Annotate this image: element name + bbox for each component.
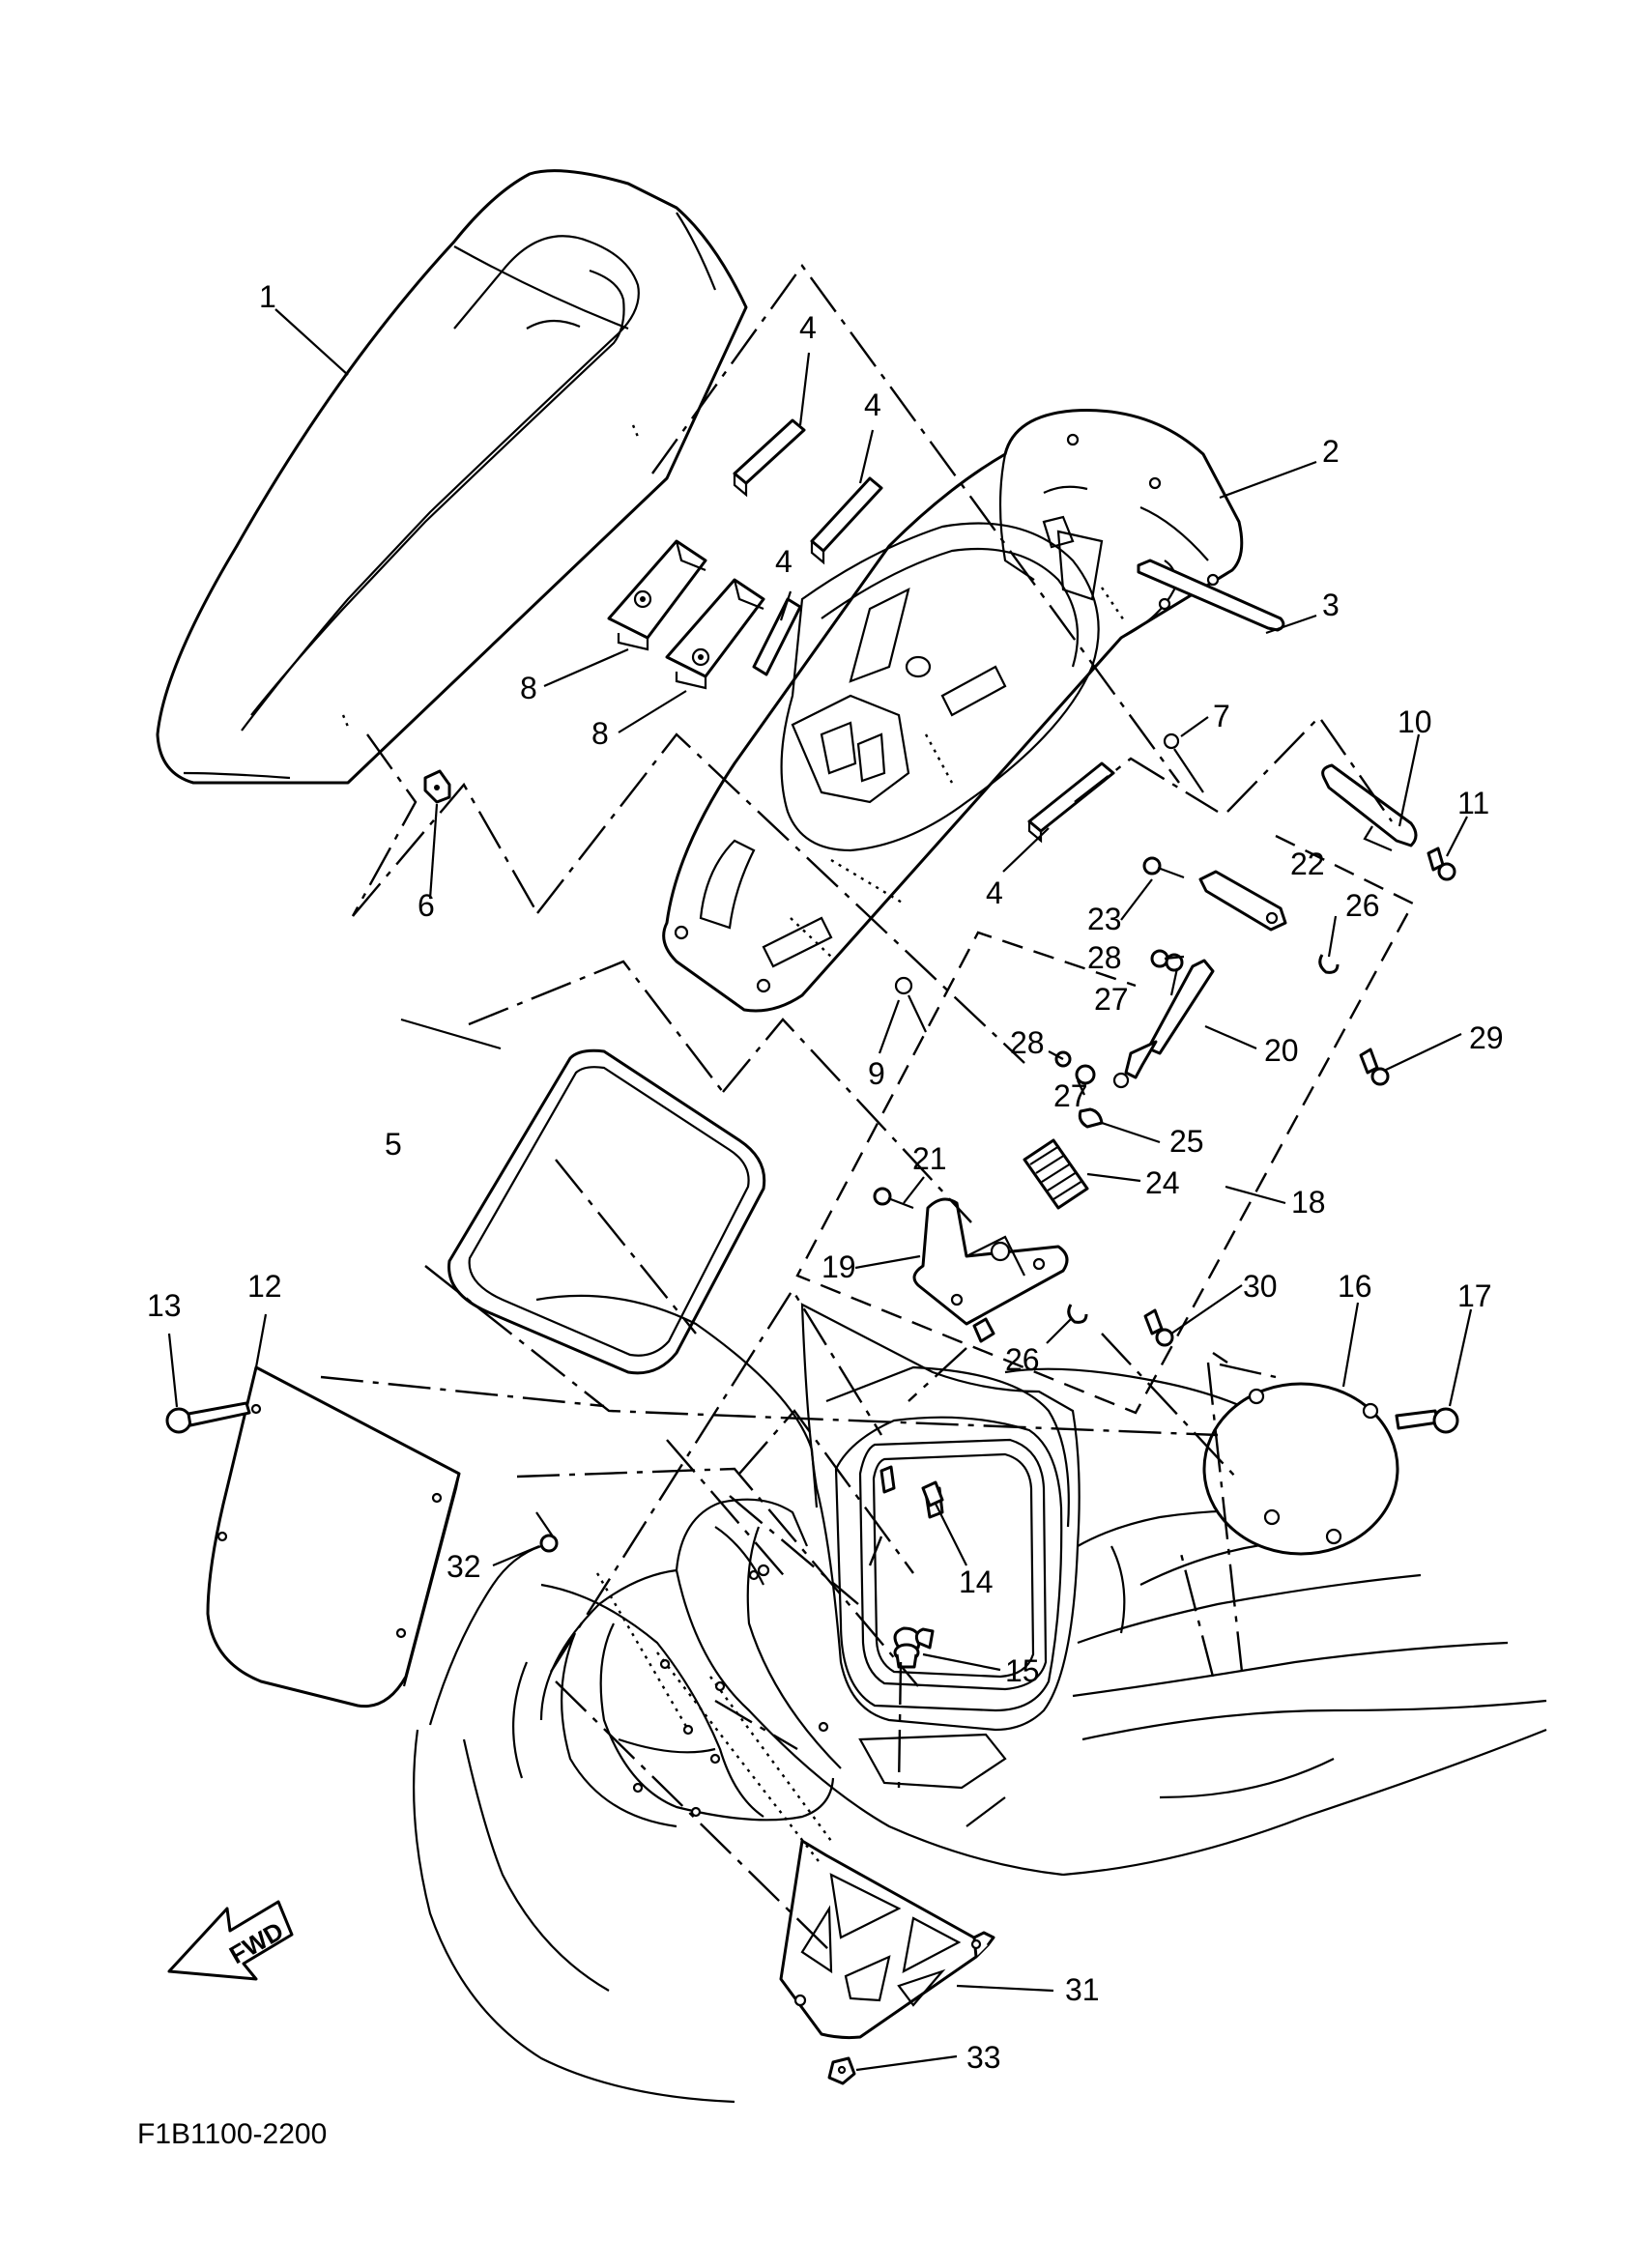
callout-27-a: 27	[1094, 982, 1129, 1017]
dotted-lines	[341, 424, 1127, 1866]
callout-26-b: 26	[1005, 1342, 1040, 1377]
part-23-bolt	[1142, 856, 1185, 879]
callout-20: 20	[1264, 1033, 1299, 1068]
part-8-bracket-a	[607, 539, 707, 651]
part-6-clip	[423, 769, 451, 804]
part-17-screw	[1395, 1407, 1459, 1434]
callout-18: 18	[1291, 1185, 1326, 1220]
part-4-pad-a	[733, 418, 806, 498]
part-12-plate	[206, 1365, 461, 1708]
part-11-bolt	[1427, 847, 1456, 881]
part-2-storage-tray	[662, 409, 1244, 1013]
callout-32: 32	[447, 1549, 481, 1584]
callout-7: 7	[1213, 699, 1230, 733]
callout-11: 11	[1457, 786, 1489, 820]
callout-12: 12	[247, 1269, 282, 1304]
callout-28-b: 28	[1010, 1025, 1045, 1060]
part-4-pad-d	[1027, 761, 1115, 844]
callout-27-b: 27	[1053, 1078, 1088, 1113]
callout-3: 3	[1322, 588, 1340, 622]
callout-22: 22	[1290, 847, 1325, 881]
part-5-gasket	[447, 1048, 766, 1375]
part-20-gas-strut	[1112, 959, 1215, 1089]
callout-1: 1	[259, 279, 276, 314]
part-15-plug	[893, 1643, 920, 1669]
callout-21: 21	[912, 1141, 947, 1176]
fwd-arrow-icon: FWD	[167, 1900, 294, 1981]
part-9-rivet	[894, 976, 927, 1033]
part-8-bracket-b	[665, 578, 765, 690]
callout-23: 23	[1087, 902, 1122, 936]
callout-25: 25	[1169, 1124, 1204, 1159]
hull-deck	[413, 1294, 1547, 2104]
callout-5: 5	[385, 1127, 402, 1162]
callout-29: 29	[1469, 1020, 1504, 1055]
callout-4-a: 4	[799, 310, 817, 345]
callout-4-c: 4	[775, 544, 793, 579]
part-14-clip	[921, 1480, 944, 1507]
callout-14: 14	[959, 1565, 994, 1599]
drawing-code: F1B1100-2200	[137, 2118, 327, 2150]
callout-24: 24	[1145, 1165, 1180, 1200]
callout-16: 16	[1338, 1269, 1372, 1304]
callout-17: 17	[1457, 1278, 1492, 1313]
callout-19: 19	[822, 1249, 856, 1284]
leader-lines	[167, 308, 1473, 2072]
part-24-boot	[1023, 1138, 1089, 1210]
callout-31: 31	[1065, 1972, 1100, 2007]
part-16-cover	[1202, 1382, 1399, 1556]
part-3-rod	[1137, 559, 1285, 632]
callout-numbers: 1 2 3 4 4 4 4 5 6 7 8 8 9 10 11 12 13 14…	[147, 279, 1504, 2075]
part-29-bolt	[1359, 1048, 1390, 1086]
callout-13: 13	[147, 1288, 182, 1323]
part-22-bracket	[1198, 870, 1287, 932]
callout-6: 6	[418, 888, 435, 923]
part-13-screw	[165, 1401, 251, 1434]
part-10-hinge-arm	[1321, 763, 1418, 852]
callout-30: 30	[1243, 1269, 1278, 1304]
callout-33: 33	[966, 2040, 1001, 2075]
part-32-rivet	[535, 1511, 559, 1553]
callout-26-a: 26	[1345, 888, 1380, 923]
callout-28-a: 28	[1087, 940, 1122, 975]
callout-2: 2	[1322, 434, 1340, 469]
part-27-collar-lower	[1075, 1064, 1096, 1085]
callout-10: 10	[1398, 704, 1432, 739]
callout-8-a: 8	[520, 671, 537, 705]
callout-4-d: 4	[986, 876, 1003, 910]
part-21-bolt	[873, 1187, 914, 1210]
part-31-bracket-plate	[779, 1839, 995, 2040]
part-1-seat	[156, 169, 748, 785]
part-7-rivet	[1163, 732, 1204, 793]
callout-8-b: 8	[591, 716, 609, 751]
part-30-bolt	[1143, 1308, 1174, 1347]
part-33-nut	[827, 2056, 856, 2085]
part-4-pad-c	[752, 597, 802, 676]
part-4-pad-b	[810, 476, 883, 565]
part-26-clip-lower	[1067, 1304, 1088, 1324]
assembly-18-boundary	[795, 834, 1415, 1415]
callout-15: 15	[1005, 1653, 1040, 1688]
callout-9: 9	[868, 1056, 885, 1091]
part-26-clip-upper	[1318, 954, 1340, 974]
chain-lines	[320, 263, 1393, 1953]
callout-4-b: 4	[864, 388, 881, 422]
part-19-hinge-bracket	[912, 1197, 1069, 1343]
